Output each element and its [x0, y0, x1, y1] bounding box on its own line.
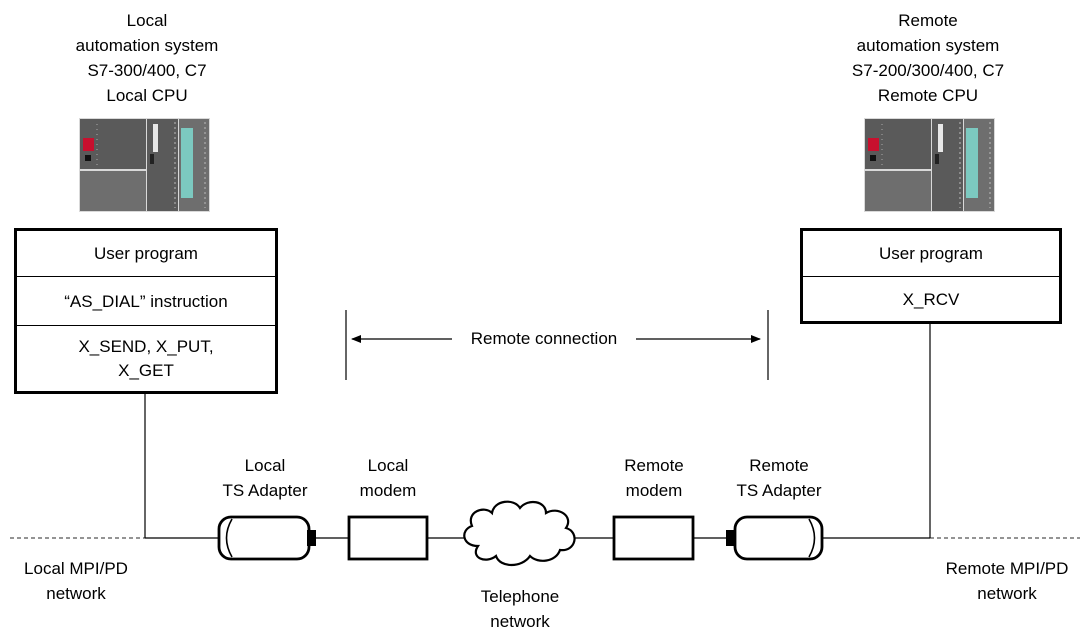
remote-modem-label-line: Remote — [624, 456, 684, 475]
remote-modem-icon — [612, 515, 695, 561]
telephone-network-label: Telephone network — [460, 584, 580, 634]
local-system-title: Local automation system S7-300/400, C7 L… — [47, 8, 247, 108]
telephone-network-label-line: network — [490, 612, 550, 631]
remote-system-title-line: Remote — [898, 11, 958, 30]
local-user-program-label: User program — [94, 243, 198, 263]
local-system-title-line: automation system — [75, 36, 219, 55]
remote-cpu-program-box: User program X_RCV — [800, 228, 1062, 324]
remote-ts-adapter-label-line: Remote — [749, 456, 809, 475]
remote-ts-adapter-label: Remote TS Adapter — [718, 453, 840, 503]
remote-user-program-label: User program — [879, 243, 983, 263]
local-ts-adapter-label-line: TS Adapter — [222, 481, 308, 500]
remote-network-label: Remote MPI/PD network — [932, 556, 1082, 606]
local-ts-adapter-label-line: Local — [244, 456, 286, 475]
local-ts-adapter-label: Local TS Adapter — [210, 453, 320, 503]
local-modem-icon — [347, 515, 429, 561]
remote-plc-icon — [864, 118, 995, 212]
local-send-put-get-line: X_GET — [118, 361, 174, 380]
local-send-put-get-line: X_SEND, X_PUT, — [78, 337, 214, 356]
local-ts-adapter-icon — [217, 515, 316, 561]
remote-system-title: Remote automation system S7-200/300/400,… — [818, 8, 1038, 108]
remote-network-label-line: Remote MPI/PD — [945, 559, 1069, 578]
remote-ts-adapter-label-line: TS Adapter — [736, 481, 822, 500]
remote-system-title-line: Remote CPU — [877, 86, 979, 105]
local-cpu-program-box: User program “AS_DIAL” instruction X_SEN… — [14, 228, 278, 394]
local-as-dial-cell: “AS_DIAL” instruction — [17, 276, 275, 326]
local-modem-label-line: Local — [367, 456, 409, 475]
remote-modem-label: Remote modem — [604, 453, 704, 503]
remote-system-title-line: S7-200/300/400, C7 — [851, 61, 1005, 80]
local-plc-icon — [79, 118, 210, 212]
local-as-dial-label: “AS_DIAL” instruction — [64, 291, 228, 311]
local-network-label-line: Local MPI/PD — [24, 559, 128, 578]
remote-modem-label-line: modem — [625, 481, 683, 500]
local-system-title-line: S7-300/400, C7 — [87, 61, 207, 80]
telephone-cloud-icon — [463, 500, 576, 567]
local-system-title-line: Local — [126, 11, 168, 30]
remote-x-rcv-cell: X_RCV — [803, 276, 1059, 322]
remote-system-title-line: automation system — [856, 36, 1000, 55]
local-network-label: Local MPI/PD network — [6, 556, 146, 606]
local-modem-label-line: modem — [359, 481, 417, 500]
remote-user-program-cell: User program — [803, 231, 1059, 276]
remote-x-rcv-label: X_RCV — [902, 289, 960, 309]
local-network-label-line: network — [46, 584, 106, 603]
local-modem-label: Local modem — [343, 453, 433, 503]
local-user-program-cell: User program — [17, 231, 275, 276]
remote-ts-adapter-icon — [726, 515, 824, 561]
remote-network-label-line: network — [977, 584, 1037, 603]
local-send-put-get-cell: X_SEND, X_PUT, X_GET — [17, 325, 275, 392]
remote-connection-label: Remote connection — [470, 329, 618, 348]
local-system-title-line: Local CPU — [106, 86, 188, 105]
telephone-network-label-line: Telephone — [480, 587, 560, 606]
